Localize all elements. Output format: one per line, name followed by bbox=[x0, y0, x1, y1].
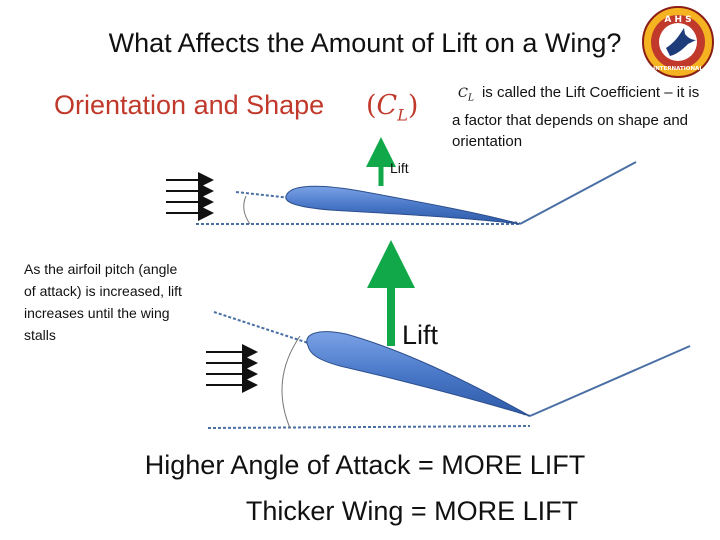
low-angle-arc bbox=[243, 195, 251, 225]
high-angle-baseline bbox=[207, 425, 531, 429]
note-text: is called the Lift Coefficient – it is a… bbox=[452, 84, 700, 150]
conclusion-angle-of-attack: Higher Angle of Attack = MORE LIFT bbox=[144, 450, 586, 480]
high-angle-arc bbox=[281, 335, 301, 429]
logo-top-text: A H S bbox=[664, 15, 691, 25]
cl-subscript: L bbox=[397, 105, 408, 125]
page-title: What Affects the Amount of Lift on a Win… bbox=[108, 28, 622, 58]
high-angle-airflow bbox=[206, 344, 258, 393]
lift-label-low-angle: Lift bbox=[390, 160, 409, 176]
low-angle-airfoil bbox=[285, 185, 521, 225]
cl-open-paren: ( bbox=[366, 90, 377, 121]
cl-letter: C bbox=[376, 90, 398, 121]
low-angle-trailing-line bbox=[519, 161, 637, 225]
high-angle-trailing-line bbox=[529, 345, 691, 417]
angle-of-attack-note: As the airfoil pitch (angle of attack) i… bbox=[24, 261, 182, 343]
note-symbol: CL bbox=[458, 86, 474, 104]
hummingbird-icon bbox=[666, 28, 696, 56]
logo-bottom-text: INTERNATIONAL bbox=[653, 66, 703, 72]
subtitle: Orientation and Shape bbox=[54, 90, 325, 120]
ahs-logo: A H S INTERNATIONAL bbox=[642, 6, 714, 78]
conclusion-thicker-wing: Thicker Wing = MORE LIFT bbox=[245, 496, 579, 526]
cl-close-paren: ) bbox=[407, 90, 419, 121]
lift-label-high-angle: Lift bbox=[402, 320, 439, 350]
lift-coefficient-symbol: (CL) bbox=[366, 90, 418, 124]
low-angle-airflow bbox=[166, 172, 214, 221]
